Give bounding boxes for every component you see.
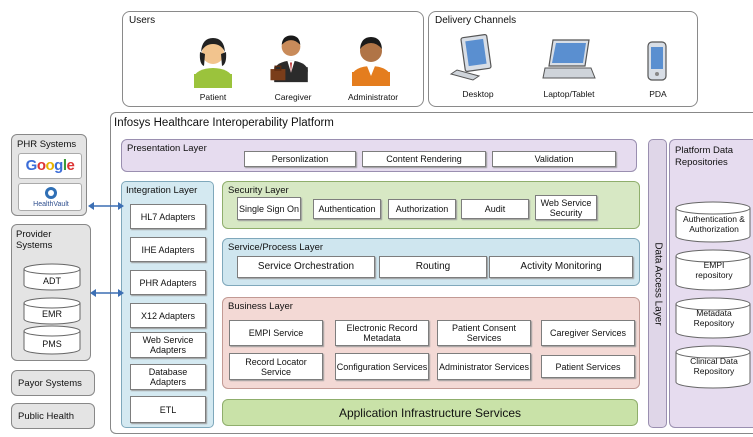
phr-systems-title: PHR Systems <box>17 139 77 150</box>
desktop-label: Desktop <box>462 89 494 99</box>
clinical-repository-icon <box>675 345 751 389</box>
electronic-record-metadata-box: Electronic Record Metadata <box>335 320 429 346</box>
pda-label: PDA <box>649 89 667 99</box>
platform-title: Infosys Healthcare Interoperability Plat… <box>114 117 334 129</box>
caregiver-label: Caregiver <box>274 92 312 102</box>
ihe-adapters-box: IHE Adapters <box>130 237 206 262</box>
service-orchestration-box: Service Orchestration <box>237 256 375 278</box>
audit-box: Audit <box>461 199 529 219</box>
business-layer: Business Layer EMPI Service Electronic R… <box>222 297 640 389</box>
healthvault-logo: HealthVault <box>18 183 82 211</box>
activity-monitoring-box: Activity Monitoring <box>489 256 633 278</box>
content-rendering-box: Content Rendering <box>362 151 486 167</box>
patient-icon <box>194 38 232 88</box>
routing-box: Routing <box>379 256 487 278</box>
authorization-box: Authorization <box>388 199 456 219</box>
presentation-title: Presentation Layer <box>127 143 207 154</box>
pda-icon <box>647 41 667 81</box>
database-adapters-box: Database Adapters <box>130 364 206 390</box>
patient-label: Patient <box>199 92 227 102</box>
x12-adapters-box: X12 Adapters <box>130 303 206 328</box>
users-title: Users <box>129 15 156 26</box>
platform-frame <box>110 112 753 434</box>
web-service-adapters-box: Web Service Adapters <box>130 332 206 358</box>
administrator-label: Administrator <box>347 92 399 102</box>
delivery-title: Delivery Channels <box>435 15 517 26</box>
validation-box: Validation <box>492 151 616 167</box>
record-locator-service-box: Record Locator Service <box>229 353 323 380</box>
service-title: Service/Process Layer <box>228 242 324 253</box>
presentation-layer: Presentation Layer Personlization Conten… <box>121 139 637 172</box>
provider-systems-panel: Provider Systems ADT EMR PMS <box>11 224 91 361</box>
caregiver-icon <box>270 35 308 83</box>
healthvault-text: HealthVault <box>33 201 69 208</box>
laptop-icon <box>542 39 596 79</box>
infrastructure-label: Application Infrastructure Services <box>338 405 522 420</box>
pms-label: PMS <box>42 339 62 349</box>
google-health-logo: Google <box>18 153 82 179</box>
delivery-panel: Delivery Channels Desktop Laptop/Tablet … <box>428 11 698 107</box>
laptop-label: Laptop/Tablet <box>543 89 595 99</box>
hl7-adapters-box: HL7 Adapters <box>130 204 206 229</box>
desktop-icon <box>449 34 492 81</box>
business-title: Business Layer <box>228 301 293 312</box>
empi-repository-icon <box>675 249 751 291</box>
service-layer: Service/Process Layer Service Orchestrat… <box>222 238 640 286</box>
single-sign-on-box: Single Sign On <box>237 197 301 220</box>
metadata-repository-icon <box>675 297 751 339</box>
healthvault-icon <box>45 187 57 199</box>
auth-repository-icon <box>675 201 751 243</box>
empi-service-box: EMPI Service <box>229 320 323 346</box>
administrator-services-box: Administrator Services <box>437 353 531 380</box>
emr-label: EMR <box>42 309 62 319</box>
patient-services-box: Patient Services <box>541 355 635 378</box>
data-access-label: Data Access Layer <box>652 241 663 326</box>
integration-title: Integration Layer <box>126 185 198 196</box>
adt-db-icon <box>23 263 81 291</box>
phr-adapters-box: PHR Adapters <box>130 270 206 295</box>
repositories-panel: Platform Data Repositories Authenticatio… <box>669 139 753 428</box>
phr-integration-arrow <box>88 202 124 210</box>
etl-box: ETL <box>130 396 206 423</box>
caregiver-services-box: Caregiver Services <box>541 320 635 346</box>
provider-systems-title: Provider Systems <box>16 229 53 251</box>
configuration-services-box: Configuration Services <box>335 353 429 380</box>
clinical-repository-label: Clinical Data Repository <box>690 356 738 376</box>
payor-systems-panel: Payor Systems <box>11 370 95 396</box>
empi-repository-label: EMPI repository <box>695 260 733 280</box>
repositories-title: Platform Data Repositories <box>675 145 734 168</box>
public-health-panel: Public Health <box>11 403 95 429</box>
emr-db-icon <box>23 297 81 325</box>
infrastructure-layer: Application Infrastructure Services <box>222 399 638 426</box>
authentication-box: Authentication <box>313 199 381 219</box>
metadata-repository-label: Metadata Repository <box>693 308 735 328</box>
public-health-label: Public Health <box>18 410 74 422</box>
pms-db-icon <box>23 325 81 355</box>
provider-integration-arrow <box>90 289 124 297</box>
web-service-security-box: Web Service Security <box>535 195 597 220</box>
users-panel: Users Patient Caregiver Administrator <box>122 11 424 107</box>
patient-consent-services-box: Patient Consent Services <box>437 320 531 346</box>
phr-systems-panel: PHR Systems Google HealthVault <box>11 134 87 216</box>
administrator-icon <box>352 37 390 86</box>
integration-layer: Integration Layer HL7 Adapters IHE Adapt… <box>121 181 214 428</box>
security-layer: Security Layer Single Sign On Authentica… <box>222 181 640 229</box>
payor-systems-label: Payor Systems <box>18 377 82 389</box>
security-title: Security Layer <box>228 185 289 196</box>
adt-label: ADT <box>43 276 61 286</box>
data-access-layer: Data Access Layer <box>648 139 667 428</box>
personalization-box: Personlization <box>244 151 356 167</box>
auth-repository-label: Authentication & Authorization <box>683 214 745 234</box>
